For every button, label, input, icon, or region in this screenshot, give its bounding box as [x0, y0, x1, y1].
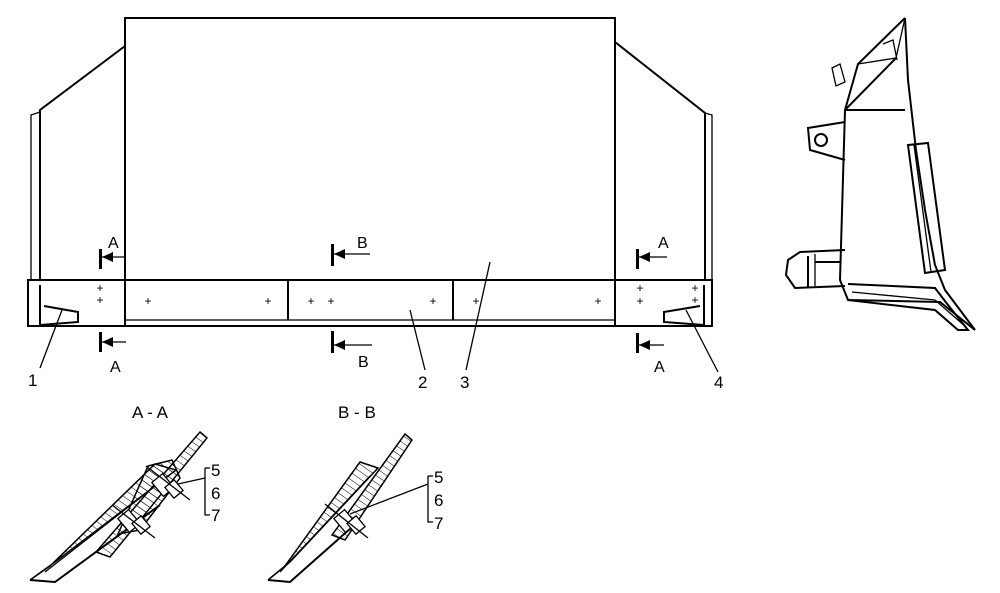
- bolt-mark: +: [307, 294, 314, 308]
- section-b-b: B - B 5 6 7: [267, 403, 443, 584]
- left-wing-panel: [39, 45, 126, 280]
- svg-text:A: A: [654, 359, 665, 376]
- bolt-mark: +: [594, 294, 601, 308]
- bolt-mark: +: [472, 294, 479, 308]
- bolt-mark: +: [429, 294, 436, 308]
- bolt-mark: +: [144, 294, 151, 308]
- section-marker-left-top: A: [99, 235, 126, 269]
- bolt-mark: +: [96, 293, 103, 307]
- bolt-mark: +: [691, 293, 698, 307]
- bolt-mark: +: [96, 281, 103, 295]
- callout-5-b: 5: [434, 468, 443, 487]
- callout-6-a: 6: [211, 484, 220, 503]
- bolt-mark: +: [264, 294, 271, 308]
- bolt-mark: +: [691, 281, 698, 295]
- front-view: + + + + + + + + + + + + + A A: [27, 17, 723, 392]
- svg-text:B: B: [358, 354, 369, 371]
- cutting-edge-strip: [27, 279, 713, 327]
- callout-7-b: 7: [434, 514, 443, 533]
- callout-5-a: 5: [211, 461, 220, 480]
- section-marker-right-top: A: [636, 235, 669, 269]
- callout-3: 3: [460, 373, 469, 392]
- left-end-bit: [39, 285, 79, 327]
- bolt-mark: +: [636, 294, 643, 308]
- svg-text:B: B: [357, 235, 368, 252]
- svg-text:A: A: [108, 235, 119, 252]
- svg-text:A: A: [658, 235, 669, 252]
- callout-4: 4: [714, 373, 723, 392]
- section-marker-left-bottom: A: [99, 332, 126, 376]
- callout-2: 2: [418, 373, 427, 392]
- callout-1: 1: [28, 371, 37, 390]
- section-marker-center-top: B: [331, 235, 370, 266]
- bolt-mark: +: [327, 294, 334, 308]
- section-title-a-a: A - A: [132, 403, 169, 422]
- section-marker-right-bottom: A: [636, 333, 665, 376]
- section-marker-center-bottom: B: [331, 331, 372, 371]
- side-view: [784, 17, 976, 331]
- bolt-marks: + + + + + + + + + + + + +: [96, 281, 698, 308]
- section-title-b-b: B - B: [338, 403, 376, 422]
- callout-6-b: 6: [434, 491, 443, 510]
- section-a-a: A - A 5 6 7: [29, 403, 220, 584]
- bolt-mark: +: [636, 281, 643, 295]
- callout-7-a: 7: [211, 506, 220, 525]
- moldboard-panel: [124, 17, 616, 281]
- svg-text:A: A: [110, 359, 121, 376]
- right-end-bit: [663, 285, 705, 327]
